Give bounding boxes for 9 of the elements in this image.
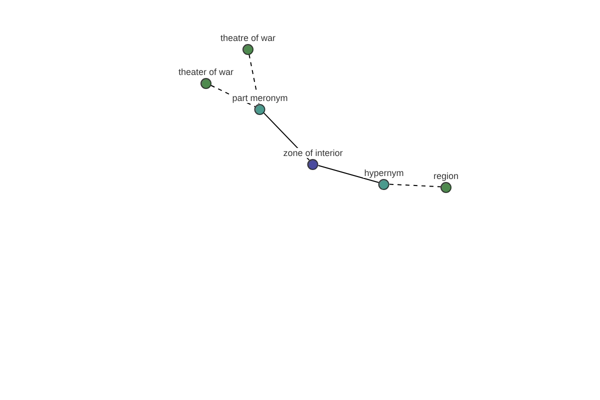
connector-line — [248, 54, 260, 104]
node-label: theatre of war — [219, 32, 277, 42]
node-label: hypernym — [363, 168, 405, 178]
connector-line — [318, 165, 380, 183]
node-label: part meronym — [231, 92, 289, 102]
node-label: theater of war — [177, 66, 235, 76]
node-label: region — [432, 170, 460, 180]
connector-line — [389, 184, 441, 188]
node-label: zone of interior — [282, 148, 344, 158]
